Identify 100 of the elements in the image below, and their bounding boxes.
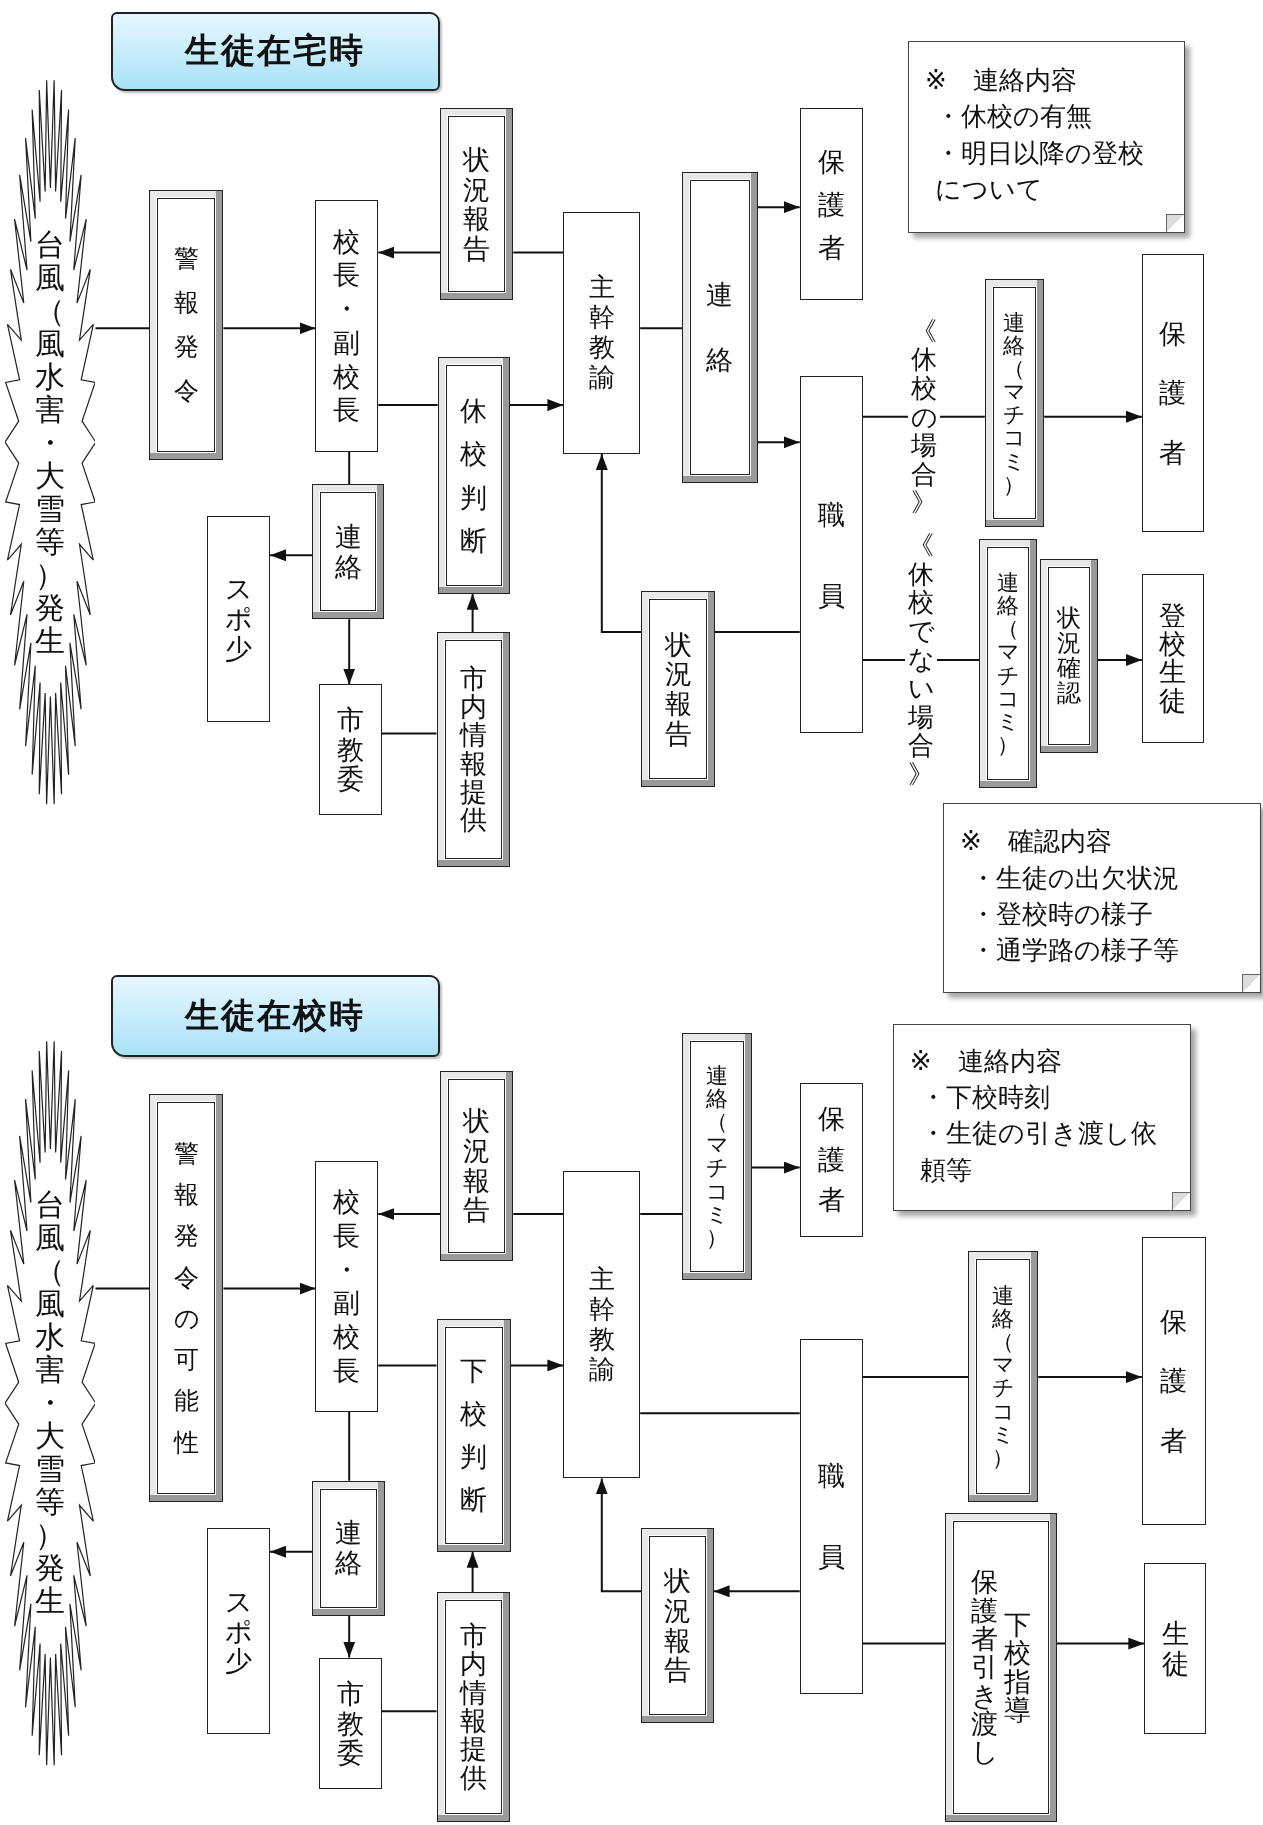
box-label: 職員 xyxy=(817,1459,845,1575)
process-box xyxy=(799,108,863,301)
note-item: ・通学路の様子等 xyxy=(968,934,1179,968)
framed-box xyxy=(1039,558,1098,754)
box-label: 生徒 xyxy=(1161,1619,1189,1679)
arrow xyxy=(343,618,356,686)
arrow xyxy=(377,1208,441,1221)
connector-line xyxy=(512,1213,565,1216)
connector-line xyxy=(639,327,684,330)
burst-shape xyxy=(4,1039,96,1766)
arrow xyxy=(343,1614,356,1659)
process-box xyxy=(1144,1563,1206,1735)
box-label: 保護者 xyxy=(1160,1305,1188,1458)
connector-line xyxy=(377,404,439,407)
arrow xyxy=(595,1477,643,1593)
box-label: スポ少 xyxy=(225,574,253,664)
connector-line xyxy=(713,631,801,634)
connector-line xyxy=(348,1411,351,1482)
box-label: 市教委 xyxy=(336,1678,364,1768)
box-label: 連絡（マチコミ） xyxy=(997,571,1020,756)
framed-box xyxy=(436,1318,511,1552)
note-heading: ※ 連絡内容 xyxy=(924,64,1077,97)
arrow xyxy=(377,246,441,259)
box-label: 連絡 xyxy=(334,522,362,582)
process-box xyxy=(318,1657,382,1790)
box-label: 警報発令 xyxy=(173,243,199,407)
box-label: 市教委 xyxy=(336,705,364,795)
connector-line xyxy=(861,1376,970,1379)
box-label: 下校判断 xyxy=(460,1353,488,1518)
box-label: 保護者 xyxy=(817,1102,845,1218)
framed-box xyxy=(682,1032,752,1281)
process-box xyxy=(318,684,382,815)
box-label: 状況確認 xyxy=(1056,605,1081,707)
note-item: ・生徒の出欠状況 xyxy=(968,861,1179,895)
arrow xyxy=(269,1545,313,1558)
arrow xyxy=(269,549,313,562)
arrow xyxy=(1056,1637,1146,1650)
box-label: 休校判断 xyxy=(460,394,488,558)
note-item: ・登校時の様子 xyxy=(968,898,1153,932)
note-item: ・生徒の引き渡し依頼等 xyxy=(918,1117,1158,1187)
framed-box xyxy=(978,538,1038,789)
arrow xyxy=(756,201,801,214)
note-card xyxy=(892,1024,1191,1211)
connector-line xyxy=(380,732,438,735)
box-label: 保護者 xyxy=(817,144,845,265)
box-label: 下校指導 xyxy=(1004,1610,1032,1725)
box-label: 状況報告 xyxy=(664,629,692,749)
note-item: ・下校時刻 xyxy=(918,1081,1050,1115)
box-label: 連絡 xyxy=(335,1518,363,1578)
arrow xyxy=(751,1161,801,1174)
process-box xyxy=(799,376,863,734)
arrow xyxy=(712,1585,801,1598)
note-heading: ※ 確認内容 xyxy=(959,825,1112,859)
burst-shape xyxy=(4,79,96,806)
framed-box xyxy=(945,1513,1057,1822)
box-label: スポ少 xyxy=(225,1586,253,1676)
framed-box xyxy=(436,1592,510,1822)
note-card xyxy=(942,803,1261,993)
note-item: ・明日以降の登校について xyxy=(933,136,1145,207)
arrow xyxy=(466,592,479,634)
box-label: 連絡（マチコミ） xyxy=(992,1284,1015,1469)
box-label: 市内情報提供 xyxy=(459,664,487,835)
box-label: 主幹教諭 xyxy=(588,273,615,393)
connector-line xyxy=(94,1287,150,1290)
box-label: 校長・副校長 xyxy=(333,1185,361,1388)
connector-line xyxy=(377,1364,438,1367)
process-box xyxy=(207,515,271,722)
connector-line xyxy=(94,327,150,330)
framed-box xyxy=(984,279,1045,528)
framed-box xyxy=(149,189,224,460)
arrow xyxy=(1037,1371,1143,1384)
arrow xyxy=(222,1282,317,1295)
process-box xyxy=(563,211,641,454)
box-label: 保護者 xyxy=(1159,316,1187,470)
process-box xyxy=(207,1528,271,1735)
box-label: 警報発令の可能性 xyxy=(173,1137,199,1459)
box-label: 連絡（マチコミ） xyxy=(706,1064,729,1249)
framed-box xyxy=(968,1251,1039,1502)
box-label: 登校生徒 xyxy=(1159,601,1187,715)
arrow xyxy=(510,1359,565,1372)
box-label: 職員 xyxy=(817,497,845,613)
box-label: 状況報告 xyxy=(463,1106,491,1226)
connector-line xyxy=(861,1642,947,1645)
arrow xyxy=(1043,410,1143,423)
box-label: 状況報告 xyxy=(463,144,491,264)
title-banner xyxy=(110,11,440,91)
box-label: 主幹教諭 xyxy=(588,1264,615,1385)
box-label: 連絡（マチコミ） xyxy=(1003,310,1026,496)
framed-box xyxy=(149,1094,224,1502)
framed-box xyxy=(682,172,758,484)
process-box xyxy=(799,1338,863,1694)
process-box xyxy=(563,1171,641,1479)
framed-box xyxy=(311,484,385,620)
framed-box xyxy=(437,357,510,594)
process-box xyxy=(1141,573,1204,743)
framed-box xyxy=(436,632,510,868)
arrow xyxy=(466,1550,479,1594)
process-box xyxy=(1141,1237,1206,1525)
banner-title: 生徒在宅時 xyxy=(185,29,366,73)
connector-line xyxy=(639,1412,801,1415)
